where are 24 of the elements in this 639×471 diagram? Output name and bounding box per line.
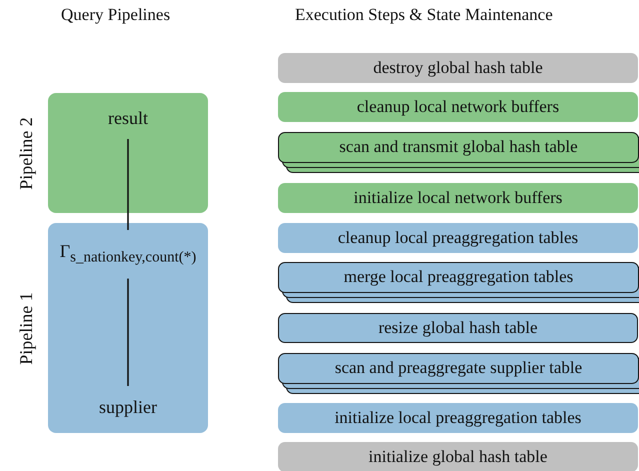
operator-label: supplier — [99, 396, 157, 418]
operator-label: result — [108, 107, 148, 129]
step-box: initialize global hash table — [278, 442, 638, 471]
stacked-step-box — [278, 132, 639, 173]
step-box: destroy global hash table — [278, 53, 638, 83]
step-box: initialize local preaggregation tables — [278, 403, 638, 433]
connector-line — [127, 139, 129, 230]
pipeline-label: Pipeline 1 — [15, 292, 36, 364]
column-heading: Query Pipelines — [61, 5, 170, 25]
stacked-step-box — [278, 353, 639, 394]
step-label: scan and preaggregate supplier table — [334, 357, 584, 379]
step-label: scan and transmit global hash table — [338, 136, 579, 158]
step-box: initialize local network buffers — [278, 183, 638, 213]
step-box: cleanup local preaggregation tables — [278, 223, 638, 253]
pipeline-panel — [48, 223, 208, 433]
pipeline-panel — [48, 93, 208, 213]
column-heading: Execution Steps & State Maintenance — [295, 5, 553, 25]
operator-label: Γ$_{s_nationkey,count(*)}$ — [60, 240, 196, 269]
pipeline-label: Pipeline 2 — [15, 116, 36, 190]
step-label: merge local preaggregation tables — [342, 266, 574, 288]
step-box: resize global hash table — [278, 313, 638, 343]
stacked-step-box — [278, 262, 639, 303]
connector-line — [127, 278, 129, 386]
step-box: cleanup local network buffers — [278, 92, 638, 122]
